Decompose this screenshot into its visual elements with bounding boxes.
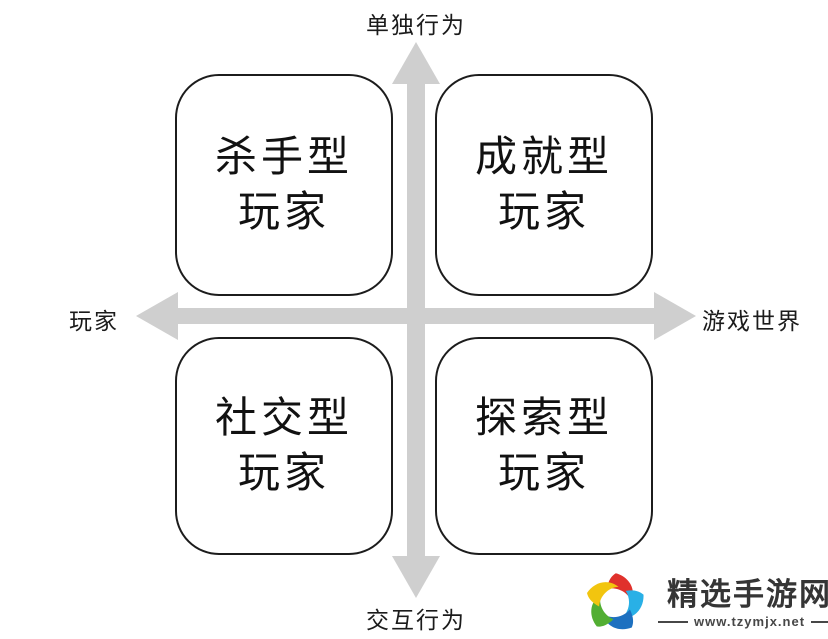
- logo-petal: [621, 590, 644, 619]
- arrow-left-icon: [136, 292, 178, 340]
- watermark-rule-right: [811, 620, 828, 623]
- logo-petal: [587, 582, 619, 607]
- quadrant-label-line: 成就型: [474, 133, 613, 181]
- axis-label-left: 玩家: [69, 308, 119, 334]
- quadrant-killer-players: 杀手型 玩家: [175, 74, 393, 296]
- quadrant-label-line: 探索型: [474, 394, 613, 442]
- watermark-url-row: www.tzymjx.net: [658, 614, 828, 629]
- quadrant-label-line: 社交型: [214, 394, 353, 442]
- logo-petal: [606, 573, 633, 602]
- site-watermark: 精选手游网 www.tzymjx.net: [582, 570, 828, 636]
- axis-label-bottom: 交互行为: [366, 607, 466, 633]
- quadrant-socializer-players: 社交型 玩家: [175, 337, 393, 555]
- axis-label-right: 游戏世界: [702, 308, 802, 334]
- watermark-site-url: www.tzymjx.net: [694, 614, 806, 630]
- quadrant-label-line: 玩家: [237, 188, 330, 235]
- logo-petal: [602, 609, 634, 630]
- quadrant-label-line: 玩家: [497, 449, 590, 496]
- arrow-down-icon: [392, 556, 440, 598]
- horizontal-axis-shaft: [174, 308, 656, 324]
- watermark-site-name: 精选手游网: [667, 576, 828, 612]
- quadrant-achiever-players: 成就型 玩家: [435, 74, 653, 296]
- quadrant-label-line: 玩家: [237, 449, 330, 496]
- quadrant-label-line: 杀手型: [214, 133, 353, 181]
- arrow-right-icon: [654, 292, 696, 340]
- pinwheel-swirl-icon: [587, 573, 644, 630]
- quadrant-label-line: 玩家: [497, 188, 590, 235]
- axis-label-top: 单独行为: [366, 12, 466, 38]
- watermark-rule-left: [658, 620, 688, 623]
- quadrant-explorer-players: 探索型 玩家: [435, 337, 653, 555]
- arrow-up-icon: [392, 42, 440, 84]
